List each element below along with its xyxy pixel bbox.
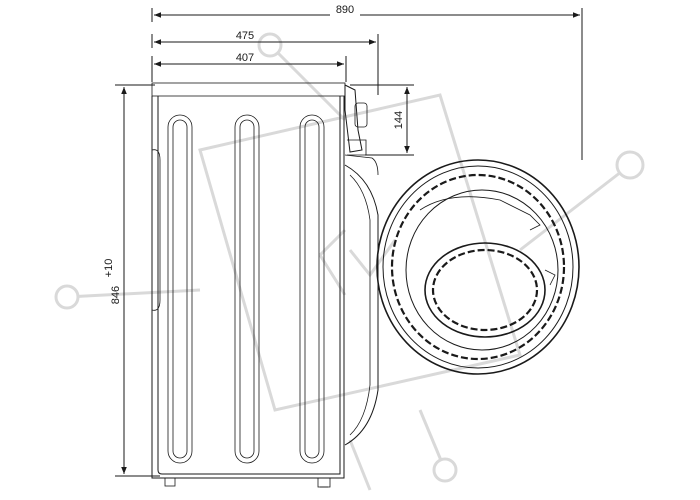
watermark <box>54 32 645 491</box>
dim-overall-depth: 890 <box>151 3 583 160</box>
door-profile <box>344 164 379 446</box>
dim-height: 846 +10 <box>103 84 160 477</box>
dim-height-tolerance-label: +10 <box>103 259 115 278</box>
machine-feet <box>164 477 331 488</box>
dim-body-depth: 407 <box>151 52 347 82</box>
dim-overall-depth-label: 890 <box>336 4 354 16</box>
dim-depth-without-door-label: 475 <box>236 30 254 42</box>
dim-height-label: 846 <box>110 286 122 304</box>
machine-body <box>151 82 346 479</box>
dim-panel-height: 144 <box>350 84 414 156</box>
dim-body-depth-label: 407 <box>236 52 254 64</box>
control-panel <box>344 84 379 176</box>
dim-panel-height-label: 144 <box>393 111 405 129</box>
door-open <box>376 159 580 375</box>
